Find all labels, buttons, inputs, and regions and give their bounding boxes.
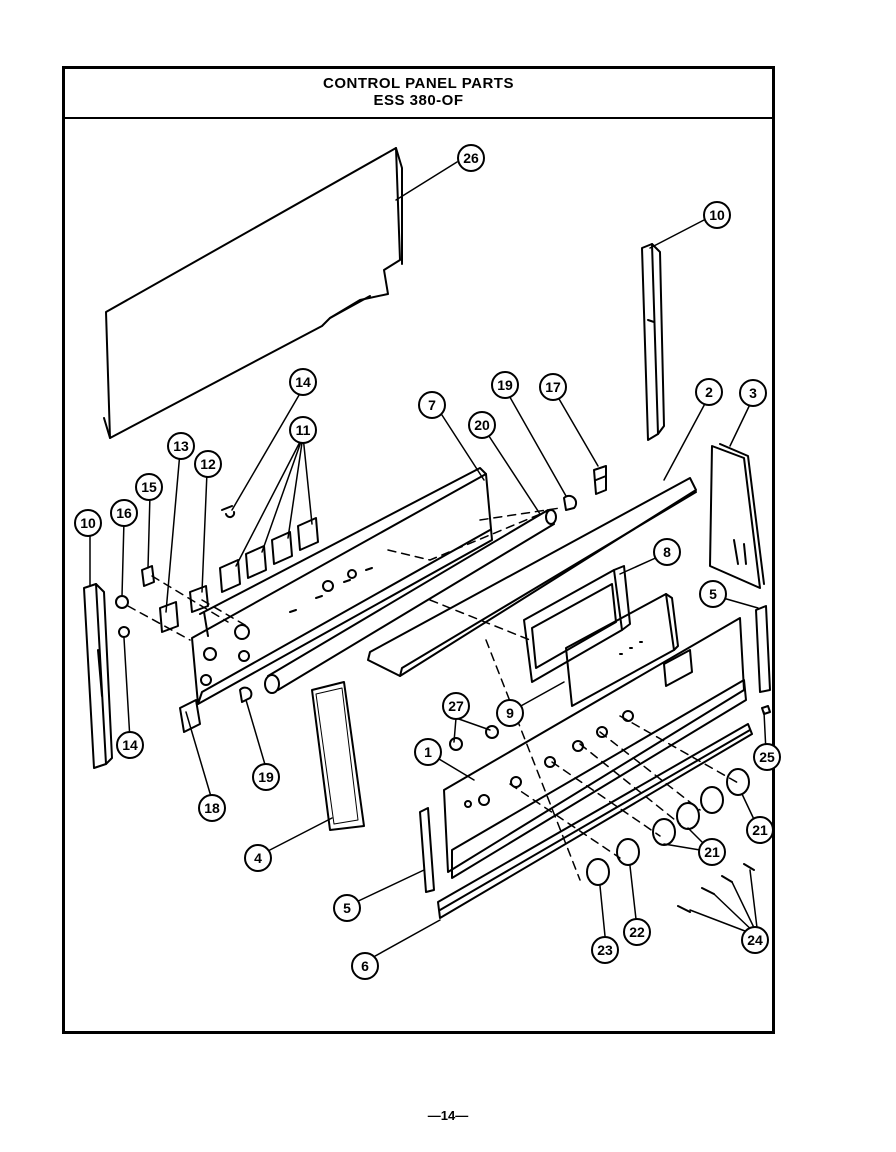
part-17-clip (593, 465, 607, 495)
callout-7: 7 (418, 391, 446, 419)
callout-16: 16 (110, 499, 138, 527)
callout-19-bottom: 19 (252, 763, 280, 791)
svg-text:19: 19 (497, 377, 513, 393)
svg-text:15: 15 (141, 479, 157, 495)
callout-23: 23 (591, 936, 619, 964)
part-21-22-23-knobs (586, 768, 750, 886)
part-12-13-15-16-small-parts (115, 505, 236, 733)
svg-text:22: 22 (629, 924, 645, 940)
part-1-control-panel (443, 617, 747, 879)
callout-9: 9 (496, 699, 524, 727)
callout-24: 24 (741, 926, 769, 954)
svg-text:10: 10 (80, 515, 96, 531)
callout-18: 18 (198, 794, 226, 822)
svg-text:4: 4 (254, 850, 262, 866)
callout-11: 11 (289, 416, 317, 444)
part-3-end-cap (709, 443, 765, 589)
svg-text:19: 19 (258, 769, 274, 785)
page-number: —14— (427, 1108, 469, 1123)
svg-text:8: 8 (663, 544, 671, 560)
callout-21-left: 21 (698, 838, 726, 866)
diagram-model: ESS 380-OF (373, 92, 464, 109)
callout-3: 3 (739, 379, 767, 407)
svg-text:26: 26 (463, 150, 479, 166)
svg-text:1: 1 (424, 744, 432, 760)
svg-text:14: 14 (295, 374, 311, 390)
callout-20: 20 (468, 411, 496, 439)
svg-text:3: 3 (749, 385, 757, 401)
callout-8: 8 (653, 538, 681, 566)
part-20-tube (264, 509, 557, 694)
part-6-bottom-trim (437, 723, 753, 919)
part-24-pins (677, 863, 755, 913)
part-26-rear-panel (103, 147, 403, 439)
callout-10-left: 10 (74, 509, 102, 537)
callout-26: 26 (457, 144, 485, 172)
callout-21-right: 21 (746, 816, 774, 844)
svg-text:2: 2 (705, 384, 713, 400)
svg-text:6: 6 (361, 958, 369, 974)
diagram-header: CONTROL PANEL PARTS ESS 380-OF (65, 69, 772, 119)
svg-text:7: 7 (428, 397, 436, 413)
svg-text:17: 17 (545, 379, 561, 395)
diagram-frame: CONTROL PANEL PARTS ESS 380-OF (62, 66, 775, 1034)
svg-text:18: 18 (204, 800, 220, 816)
svg-text:20: 20 (474, 417, 490, 433)
svg-text:16: 16 (116, 505, 132, 521)
callout-2: 2 (695, 378, 723, 406)
svg-text:5: 5 (343, 900, 351, 916)
part-10-left-strip (83, 583, 113, 769)
part-7-control-bracket (191, 467, 493, 705)
svg-text:21: 21 (752, 822, 768, 838)
svg-text:27: 27 (448, 698, 464, 714)
callout-5-right: 5 (699, 580, 727, 608)
callout-4: 4 (244, 844, 272, 872)
svg-text:12: 12 (200, 456, 216, 472)
part-8-bezel (523, 565, 631, 683)
callout-5-left: 5 (333, 894, 361, 922)
part-9-overlay (565, 593, 679, 707)
callout-13: 13 (167, 432, 195, 460)
svg-text:23: 23 (597, 942, 613, 958)
svg-text:13: 13 (173, 438, 189, 454)
svg-text:14: 14 (122, 737, 138, 753)
svg-text:10: 10 (709, 207, 725, 223)
part-11-switches (219, 517, 319, 593)
part-25-clip (761, 705, 771, 715)
callout-12: 12 (194, 450, 222, 478)
callout-14-top: 14 (289, 368, 317, 396)
callout-6: 6 (351, 952, 379, 980)
svg-text:25: 25 (759, 749, 775, 765)
svg-text:11: 11 (296, 422, 311, 438)
callout-1: 1 (414, 738, 442, 766)
svg-text:24: 24 (747, 932, 763, 948)
svg-text:5: 5 (709, 586, 717, 602)
alignment-lines (127, 507, 741, 881)
callout-17: 17 (539, 373, 567, 401)
callout-22: 22 (623, 918, 651, 946)
part-27-springs (449, 725, 499, 751)
callout-27: 27 (442, 692, 470, 720)
callout-14-bottom: 14 (116, 731, 144, 759)
callout-10-right: 10 (703, 201, 731, 229)
callout-15: 15 (135, 473, 163, 501)
part-5-strips (419, 605, 771, 893)
part-2-trim (367, 477, 697, 677)
part-4-filter-panel (311, 681, 365, 831)
callout-25: 25 (753, 743, 781, 771)
svg-text:21: 21 (704, 844, 720, 860)
diagram-title: CONTROL PANEL PARTS (323, 75, 514, 92)
callout-19-top: 19 (491, 371, 519, 399)
svg-text:9: 9 (506, 705, 514, 721)
part-10-right-strip (641, 243, 665, 441)
